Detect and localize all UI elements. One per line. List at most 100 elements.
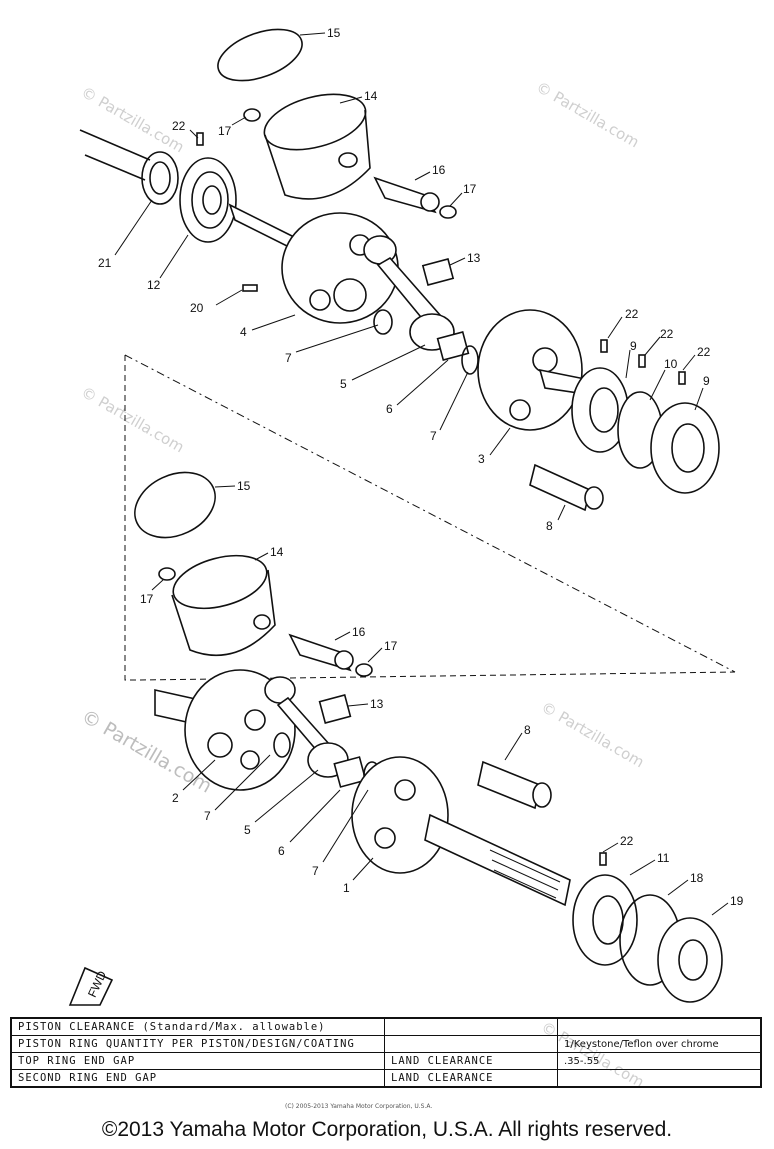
callout-number: 17 bbox=[384, 639, 398, 653]
assembly-boundary bbox=[124, 355, 140, 681]
callout-number: 18 bbox=[690, 871, 704, 885]
piston-ring bbox=[217, 28, 303, 82]
circlip bbox=[243, 108, 261, 122]
watermark: © Partzilla.com bbox=[538, 698, 647, 771]
copyright-notice: ©2013 Yamaha Motor Corporation, U.S.A. A… bbox=[101, 1118, 673, 1141]
washer bbox=[461, 345, 479, 375]
spec-value: 1/Keystone/Teflon over chrome bbox=[557, 1035, 762, 1053]
table-row: SECOND RING END GAP LAND CLEARANCE bbox=[10, 1069, 762, 1088]
callout-number: 9 bbox=[703, 374, 710, 388]
callout-number: 8 bbox=[546, 519, 553, 533]
spec-label: SECOND RING END GAP bbox=[10, 1069, 385, 1088]
callout-number: 22 bbox=[625, 307, 639, 321]
callout-number: 8 bbox=[524, 723, 531, 737]
callout-number: 22 bbox=[697, 345, 711, 359]
bearing bbox=[571, 367, 629, 453]
piston bbox=[171, 554, 276, 657]
assembly-boundary bbox=[124, 354, 736, 673]
piston-pin bbox=[373, 176, 437, 214]
callout-number: 13 bbox=[467, 251, 481, 265]
knock-pin bbox=[599, 852, 607, 866]
crank-half bbox=[228, 203, 399, 324]
spec-mid bbox=[384, 1017, 558, 1036]
callout-number: 7 bbox=[204, 809, 211, 823]
callout-number: 4 bbox=[240, 325, 247, 339]
callout-number: 14 bbox=[364, 89, 378, 103]
leader-lines-bottom bbox=[151, 485, 729, 916]
callout-number: 12 bbox=[147, 278, 161, 292]
leader-lines-top bbox=[114, 32, 704, 521]
spec-table: PISTON CLEARANCE (Standard/Max. allowabl… bbox=[10, 1017, 762, 1088]
crank-half bbox=[154, 669, 296, 791]
callout-number: 7 bbox=[312, 864, 319, 878]
circlip bbox=[355, 663, 373, 677]
callout-number: 1 bbox=[343, 881, 350, 895]
table-row: PISTON RING QUANTITY PER PISTON/DESIGN/C… bbox=[10, 1035, 762, 1053]
connecting-rod bbox=[264, 676, 349, 778]
callout-number: 16 bbox=[352, 625, 366, 639]
callout-number: 2 bbox=[172, 791, 179, 805]
table-footnote: (C) 2005-2013 Yamaha Motor Corporation, … bbox=[285, 1103, 433, 1110]
callout-number: 20 bbox=[190, 301, 204, 315]
piston-pin-end bbox=[334, 650, 354, 670]
callout-number: 17 bbox=[218, 124, 232, 138]
callout-number: 9 bbox=[630, 339, 637, 353]
bottom-assembly bbox=[134, 471, 723, 1003]
callout-number: 22 bbox=[620, 834, 634, 848]
bearing bbox=[179, 157, 237, 243]
spec-value: .35-.55 bbox=[557, 1052, 762, 1070]
table-row: PISTON CLEARANCE (Standard/Max. allowabl… bbox=[10, 1017, 762, 1036]
callout-number: 22 bbox=[660, 327, 674, 341]
oil-seal bbox=[79, 129, 179, 205]
crank-pin bbox=[477, 760, 552, 810]
knock-pin bbox=[638, 354, 646, 368]
bearing bbox=[572, 874, 638, 966]
callout-number: 6 bbox=[386, 402, 393, 416]
callout-number: 19 bbox=[730, 894, 744, 908]
callout-number: 7 bbox=[285, 351, 292, 365]
callout-number: 13 bbox=[370, 697, 384, 711]
spec-label: PISTON CLEARANCE (Standard/Max. allowabl… bbox=[10, 1017, 385, 1036]
table-row: TOP RING END GAP LAND CLEARANCE .35-.55 bbox=[10, 1052, 762, 1070]
assembly-boundary bbox=[139, 671, 736, 681]
callout-number: 15 bbox=[327, 26, 341, 40]
washer bbox=[273, 732, 291, 758]
piston-ring bbox=[134, 471, 216, 539]
top-assembly bbox=[79, 28, 720, 512]
fwd-marker: FWD bbox=[68, 966, 114, 1006]
bearing bbox=[650, 402, 720, 494]
callout-number: 3 bbox=[478, 452, 485, 466]
spec-mid: LAND CLEARANCE bbox=[384, 1069, 558, 1088]
callouts-bottom: 15 14 17 16 17 13 8 2 7 5 6 7 1 22 11 18… bbox=[140, 479, 744, 908]
callout-number: 17 bbox=[140, 592, 154, 606]
spec-label: TOP RING END GAP bbox=[10, 1052, 385, 1070]
piston-pin-end bbox=[420, 192, 440, 212]
woodruff-key bbox=[242, 284, 258, 292]
callout-number: 15 bbox=[237, 479, 251, 493]
callout-number: 5 bbox=[244, 823, 251, 837]
needle-bearing bbox=[436, 331, 470, 361]
callout-number: 14 bbox=[270, 545, 284, 559]
callout-number: 16 bbox=[432, 163, 446, 177]
washer bbox=[373, 309, 393, 335]
piston bbox=[263, 93, 371, 200]
knock-pin bbox=[600, 339, 608, 353]
watermark: © Partzilla.com bbox=[78, 83, 187, 156]
callout-number: 21 bbox=[98, 256, 112, 270]
callout-number: 6 bbox=[278, 844, 285, 858]
crank-half bbox=[351, 756, 571, 907]
callout-number: 7 bbox=[430, 429, 437, 443]
callout-number: 5 bbox=[340, 377, 347, 391]
knock-pin bbox=[678, 371, 686, 385]
spec-mid: LAND CLEARANCE bbox=[384, 1052, 558, 1070]
spec-value bbox=[557, 1069, 762, 1088]
knock-pin bbox=[196, 132, 204, 146]
spec-value bbox=[557, 1017, 762, 1036]
needle-bearing bbox=[421, 257, 455, 287]
circlip bbox=[158, 567, 176, 581]
watermark: © Partzilla.com bbox=[533, 78, 642, 151]
needle-bearing bbox=[333, 756, 367, 788]
circlip bbox=[439, 205, 457, 219]
needle-bearing bbox=[318, 694, 352, 724]
